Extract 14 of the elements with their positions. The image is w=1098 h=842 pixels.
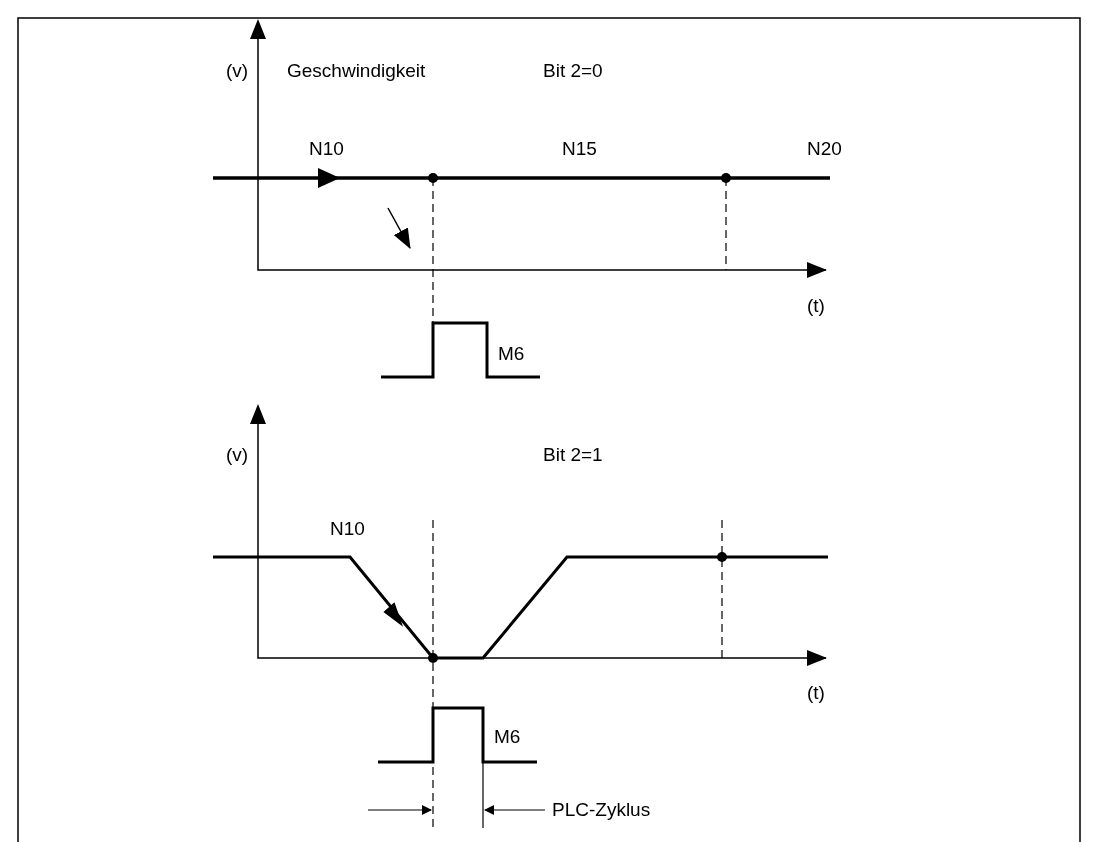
axis-label: (t) (807, 295, 825, 317)
axis-label: (v) (226, 444, 249, 466)
block-label: N20 (807, 138, 842, 160)
signal-label: M6 (498, 343, 525, 365)
axis-label: (t) (807, 682, 825, 704)
signal-label: M6 (494, 726, 521, 748)
axis-label: (v) (226, 60, 249, 82)
block-label: N15 (562, 138, 597, 160)
axis-label: Geschwindigkeit (287, 60, 426, 82)
dimension-label: PLC-Zyklus (552, 799, 651, 821)
condition-label: Bit 2=1 (543, 444, 603, 466)
block-label: N10 (330, 518, 365, 540)
block-label: N10 (309, 138, 344, 160)
condition-label: Bit 2=0 (543, 60, 603, 82)
